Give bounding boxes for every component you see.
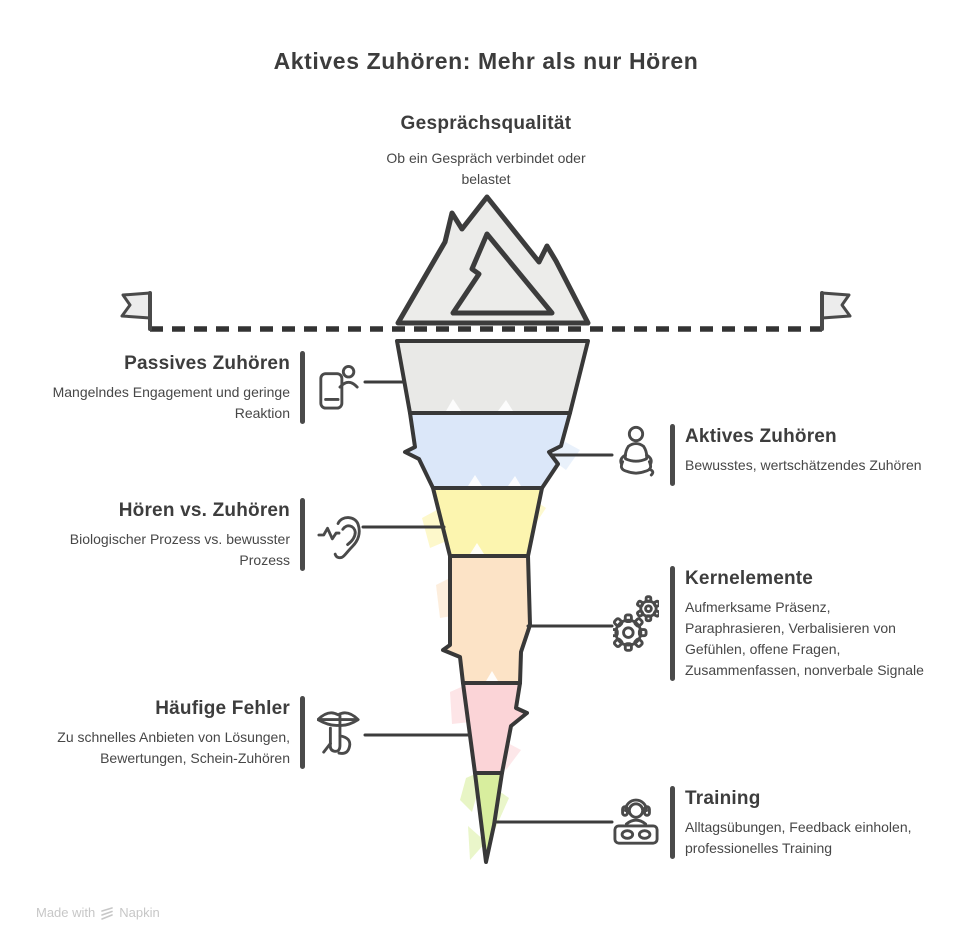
- shush-finger-lips-icon: [315, 706, 363, 760]
- funnel-layer-hoeren-vs-zuhoeren: [431, 486, 544, 558]
- flag-left-icon: [120, 291, 152, 331]
- page-title: Aktives Zuhören: Mehr als nur Hören: [273, 48, 699, 74]
- gears-icon: [612, 594, 660, 653]
- funnel-layer-training: [473, 771, 504, 864]
- kernelemente-description: Aufmerksame Präsenz, Paraphrasieren, Ver…: [685, 599, 924, 678]
- label-block-haeufige-fehler: Häufige Fehler Zu schnelles Anbieten von…: [42, 696, 363, 769]
- watermark: Made with Napkin: [36, 905, 160, 920]
- kernelemente-heading: Kernelemente: [685, 568, 814, 589]
- hoeren-vs-zuhoeren-heading: Hören vs. Zuhören: [118, 500, 290, 521]
- label-block-hoeren-vs-zuhoeren: Hören vs. Zuhören Biologischer Prozess v…: [42, 498, 363, 571]
- label-block-training: Training Alltagsübungen, Feedback einhol…: [612, 786, 925, 859]
- person-with-phone-icon: [315, 363, 363, 413]
- paper-sparkles: [446, 399, 521, 681]
- haeufige-fehler-description: Zu schnelles Anbieten von Lösungen, Bewe…: [57, 729, 290, 766]
- funnel-layer-aktives-zuhoeren: [403, 411, 572, 490]
- funnel: [395, 339, 590, 864]
- divider-bar: [670, 786, 675, 859]
- mountain-icon: [395, 194, 591, 326]
- aktives-zuhoeren-heading: Aktives Zuhören: [685, 426, 837, 447]
- meditating-person-icon: [612, 424, 660, 486]
- watermark-prefix: Made with: [36, 905, 96, 920]
- label-block-kernelemente: Kernelemente Aufmerksame Präsenz, Paraph…: [612, 566, 925, 681]
- funnel-layer-passives-zuhoeren: [395, 339, 590, 415]
- green-blob-3: [468, 826, 486, 860]
- flag-right-icon: [820, 291, 852, 331]
- summit-description: Ob ein Gespräch verbindet oder belastet: [386, 150, 586, 187]
- ear-icon: [315, 509, 363, 561]
- divider-bar: [300, 498, 305, 571]
- divider-bar: [670, 424, 675, 486]
- connector-lines: [361, 380, 614, 824]
- training-heading: Training: [685, 788, 761, 809]
- divider-bar: [300, 696, 305, 769]
- summit-heading: Gesprächsqualität: [400, 113, 572, 134]
- label-block-aktives-zuhoeren: Aktives Zuhören Bewusstes, wertschätzend…: [612, 424, 925, 486]
- funnel-layer-kernelemente: [441, 554, 532, 685]
- training-description: Alltagsübungen, Feedback einholen, profe…: [685, 819, 912, 856]
- haeufige-fehler-heading: Häufige Fehler: [155, 698, 290, 719]
- watermark-brand: Napkin: [119, 905, 160, 920]
- hoeren-vs-zuhoeren-description: Biologischer Prozess vs. bewusster Proze…: [69, 531, 290, 568]
- trainer-headset-desk-icon: [612, 795, 660, 851]
- aktives-zuhoeren-description: Bewusstes, wertschätzendes Zuhören: [685, 457, 922, 473]
- waterline: [120, 291, 852, 332]
- divider-bar: [300, 351, 305, 424]
- napkin-logo-icon: [101, 906, 114, 920]
- label-block-passives-zuhoeren: Passives Zuhören Mangelndes Engagement u…: [42, 351, 363, 424]
- passives-zuhoeren-description: Mangelndes Engagement und geringe Reakti…: [52, 384, 290, 421]
- passives-zuhoeren-heading: Passives Zuhören: [124, 353, 290, 374]
- divider-bar: [670, 566, 675, 681]
- funnel-layer-haeufige-fehler: [461, 681, 529, 775]
